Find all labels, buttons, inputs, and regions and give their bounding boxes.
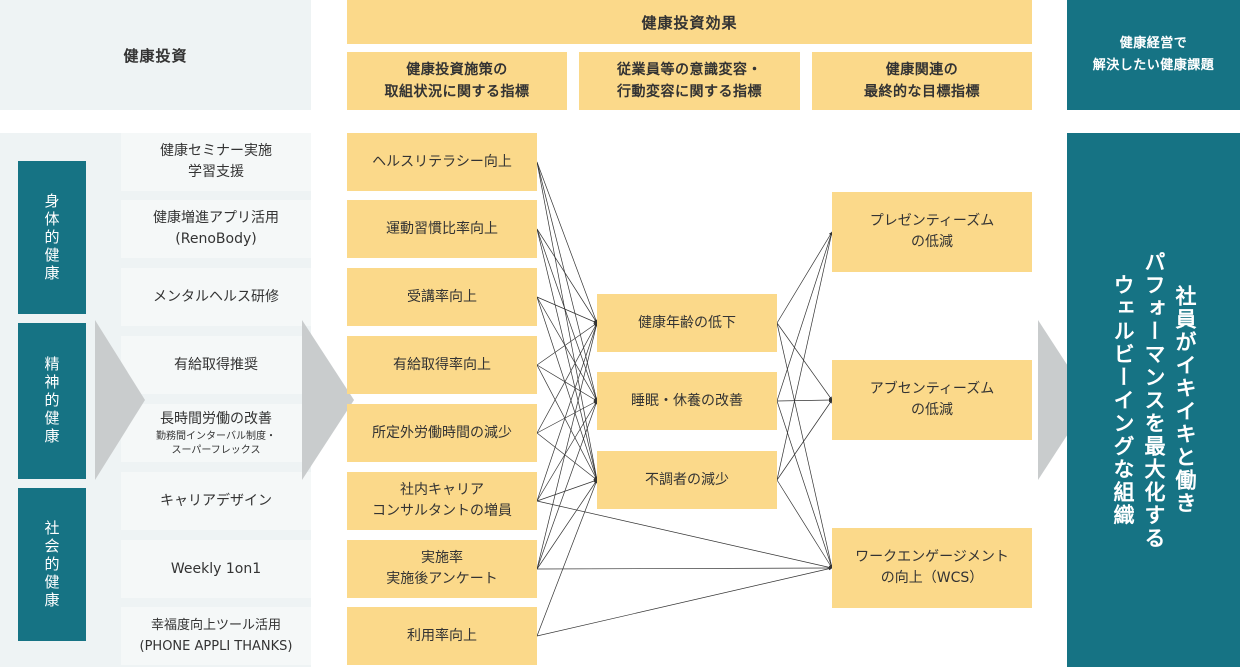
initiative-sublabel: 勤務間インターバル制度・ スーパーフレックス: [156, 430, 276, 456]
initiative-item: 健康セミナー実施 学習支援: [121, 133, 311, 191]
connector-line: [536, 296, 598, 481]
arrow-right-icon: [1038, 320, 1090, 480]
connector-line: [536, 228, 598, 481]
final-goal-panel: 社員がイキイキと働き パフォーマンスを最大化する ウェルビーイングな組織: [1067, 133, 1240, 667]
connector-line: [776, 231, 834, 481]
effect-column-header: 健康関連の 最終的な目標指標: [812, 52, 1032, 110]
arrow-middle-icon: [302, 320, 354, 480]
goal-item: プレゼンティーズム の低減: [832, 192, 1032, 272]
connector-line: [536, 296, 598, 324]
header-effects-label: 健康投資効果: [641, 13, 738, 32]
connector-line: [536, 161, 598, 402]
header-investment-label: 健康投資: [123, 46, 188, 65]
header-issues: 健康経営で 解決したい健康課題: [1067, 0, 1240, 110]
connector-line: [776, 479, 833, 569]
behavior-item: 健康年齢の低下: [597, 294, 777, 352]
connector-line: [536, 322, 598, 434]
initiative-item: 有給取得推奨: [121, 336, 311, 394]
connector-line: [536, 400, 598, 434]
connector-line: [536, 479, 598, 570]
header-effects: 健康投資効果: [347, 0, 1032, 44]
connector-line: [536, 322, 598, 502]
initiative-item: キャリアデザイン: [121, 472, 311, 530]
connector-line: [776, 398, 833, 402]
initiative-label: 長時間労働の改善: [160, 410, 272, 427]
initiative-item: 健康増進アプリ活用 (RenoBody): [121, 200, 311, 258]
indicator-item: 有給取得率向上: [347, 336, 537, 394]
category-label: 身体的健康: [42, 192, 61, 283]
connector-line: [536, 566, 833, 570]
effect-column-header: 健康投資施策の 取組状況に関する指標: [347, 52, 567, 110]
connector-line: [776, 322, 834, 569]
connector-line: [536, 567, 833, 637]
behavior-item: 睡眠・休養の改善: [597, 372, 777, 430]
indicator-item: 利用率向上: [347, 607, 537, 665]
connector-line: [536, 364, 598, 481]
initiative-item: Weekly 1on1: [121, 540, 311, 598]
category-social: 社会的健康: [18, 488, 86, 641]
connector-line: [536, 228, 598, 402]
goal-item: アブセンティーズム の低減: [832, 360, 1032, 440]
effect-column-header: 従業員等の意識変容・ 行動変容に関する指標: [579, 52, 800, 110]
indicator-item: ヘルスリテラシー向上: [347, 133, 537, 191]
connector-line: [776, 231, 833, 402]
indicator-item: 運動習慣比率向上: [347, 200, 537, 258]
behavior-item: 不調者の減少: [597, 451, 777, 509]
connector-line: [536, 296, 598, 402]
connector-line: [776, 322, 833, 401]
arrow-left-icon: [95, 320, 145, 480]
connector-line: [536, 479, 598, 502]
connector-line: [536, 322, 598, 570]
indicator-item: 所定外労働時間の減少: [347, 404, 537, 462]
indicator-item: 実施率 実施後アンケート: [347, 540, 537, 598]
connector-line: [776, 399, 833, 481]
initiative-item: 幸福度向上ツール活用 (PHONE APPLI THANKS): [121, 607, 311, 665]
connector-line: [536, 400, 598, 570]
indicator-item: 社内キャリア コンサルタントの増員: [347, 472, 537, 530]
final-goal-text: 社員がイキイキと働き パフォーマンスを最大化する ウェルビーイングな組織: [1111, 250, 1197, 550]
connector-line: [776, 231, 833, 324]
category-label: 社会的健康: [42, 519, 61, 610]
connector-line: [536, 228, 598, 324]
connector-line: [536, 432, 598, 481]
connector-line: [536, 400, 598, 502]
category-label: 精神的健康: [42, 356, 61, 446]
connector-line: [536, 500, 833, 570]
category-physical: 身体的健康: [18, 161, 86, 314]
initiative-item: 長時間労働の改善 勤務間インターバル制度・ スーパーフレックス: [121, 404, 311, 462]
indicator-item: 受講率向上: [347, 268, 537, 326]
connector-line: [776, 400, 833, 569]
connector-line: [536, 322, 598, 366]
connector-line: [536, 161, 598, 324]
connector-line: [536, 161, 599, 481]
goal-item: ワークエンゲージメント の向上（WCS）: [832, 528, 1032, 608]
initiative-item: メンタルヘルス研修: [121, 268, 311, 326]
connector-line: [536, 479, 598, 637]
connector-line: [536, 364, 598, 402]
category-mental: 精神的健康: [18, 323, 86, 479]
header-investment: 健康投資: [0, 0, 311, 110]
